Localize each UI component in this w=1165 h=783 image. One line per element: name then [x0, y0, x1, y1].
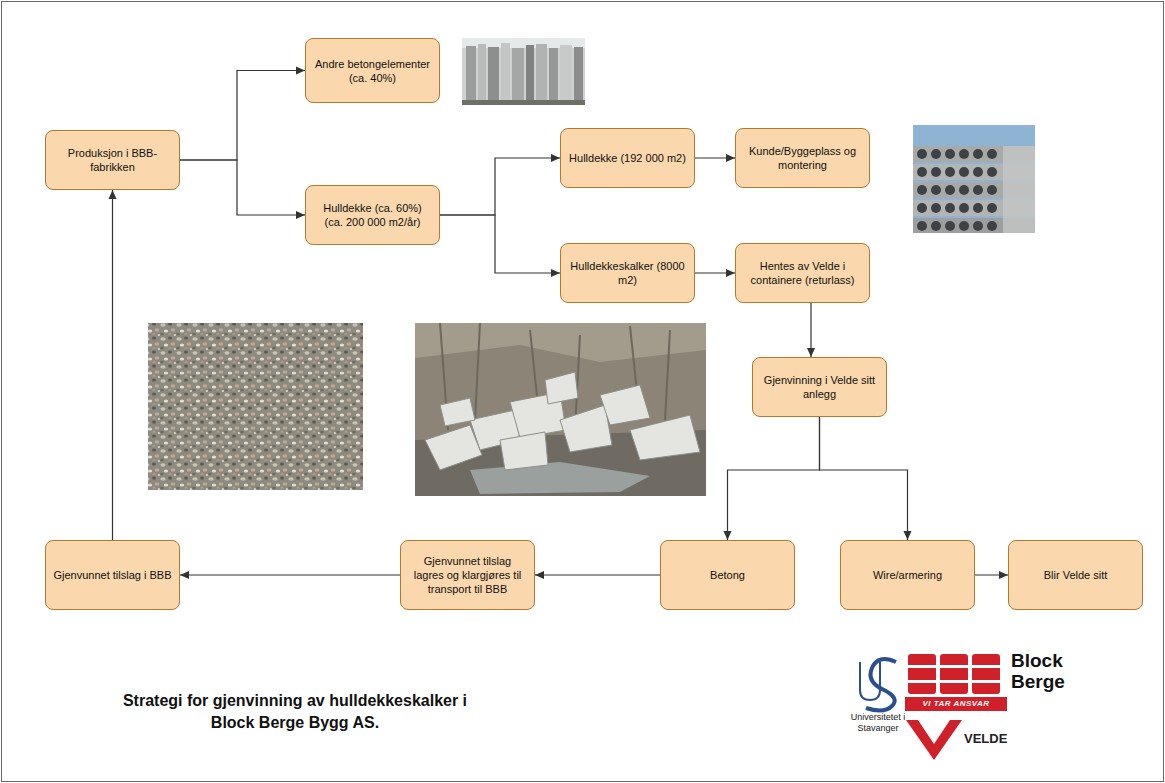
- flow-arrow: [180, 160, 305, 215]
- logo-text: Block Berge: [1011, 650, 1077, 692]
- process-box: Hulldekkeskalker (8000 m2): [560, 243, 695, 303]
- process-box: Kunde/Byggeplass og montering: [735, 128, 870, 188]
- process-box: Gjenvinning i Velde sitt anlegg: [752, 357, 887, 417]
- flow-arrow: [975, 574, 1008, 575]
- diagram-title: Strategi for gjenvinning av hulldekkeska…: [100, 690, 490, 734]
- flow-arrow: [180, 71, 305, 161]
- box-text: Hulldekkeskalker (8000 m2): [568, 259, 687, 287]
- process-box: Hulldekke (ca. 60%) (ca. 200 000 m2/år): [305, 185, 440, 245]
- gravel-photo: [148, 323, 363, 490]
- flow-arrow: [820, 417, 908, 540]
- box-text: Gjenvunnet tilslag lagres og klargjøres …: [408, 554, 527, 596]
- process-box: Produksjon i BBB-fabrikken: [45, 130, 180, 190]
- process-box: Gjenvunnet tilslag i BBB: [45, 540, 180, 610]
- box-text: Kunde/Byggeplass og montering: [743, 144, 862, 172]
- block-berge-logo: [905, 650, 1007, 711]
- box-text: Andre betongelementer (ca. 40%): [313, 57, 432, 85]
- process-box: Betong: [660, 540, 795, 610]
- process-box: Gjenvunnet tilslag lagres og klargjøres …: [400, 540, 535, 610]
- process-box: Hentes av Velde i containere (returlass): [735, 243, 870, 303]
- logo-slogan: VI TAR ANSVAR: [905, 698, 1007, 710]
- flow-arrow: [180, 574, 400, 575]
- box-text: Wire/armering: [873, 568, 942, 582]
- box-text: Hulldekke (ca. 60%) (ca. 200 000 m2/år): [313, 201, 432, 229]
- rubble-photo: [415, 323, 706, 496]
- flow-arrow: [112, 190, 113, 540]
- flow-arrow: [535, 574, 660, 575]
- box-text: Gjenvunnet tilslag i BBB: [53, 568, 171, 582]
- process-box: Andre betongelementer (ca. 40%): [305, 38, 440, 103]
- process-box: Blir Velde sitt: [1008, 540, 1143, 610]
- box-text: Produksjon i BBB-fabrikken: [53, 146, 172, 174]
- velde-logo: [906, 720, 962, 760]
- box-text: Hulldekke (192 000 m2): [569, 151, 686, 165]
- flow-arrow: [810, 303, 811, 357]
- box-text: Hentes av Velde i containere (returlass): [743, 259, 862, 287]
- flow-arrow: [440, 215, 560, 273]
- uis-logo: [860, 659, 896, 710]
- flow-arrow: [695, 157, 735, 158]
- flow-arrow: [440, 158, 560, 215]
- logo-text: Universitetet i Stavanger: [842, 712, 914, 734]
- hollowcore-slabs-photo: [913, 125, 1035, 233]
- logo-text: VELDE: [964, 731, 1024, 747]
- box-text: Gjenvinning i Velde sitt anlegg: [760, 373, 879, 401]
- flow-arrow: [728, 417, 820, 540]
- process-box: Hulldekke (192 000 m2): [560, 128, 695, 188]
- box-text: Betong: [710, 568, 745, 582]
- flow-arrow: [695, 272, 735, 273]
- process-box: Wire/armering: [840, 540, 975, 610]
- box-text: Blir Velde sitt: [1044, 568, 1108, 582]
- concrete-panels-photo: [462, 38, 585, 105]
